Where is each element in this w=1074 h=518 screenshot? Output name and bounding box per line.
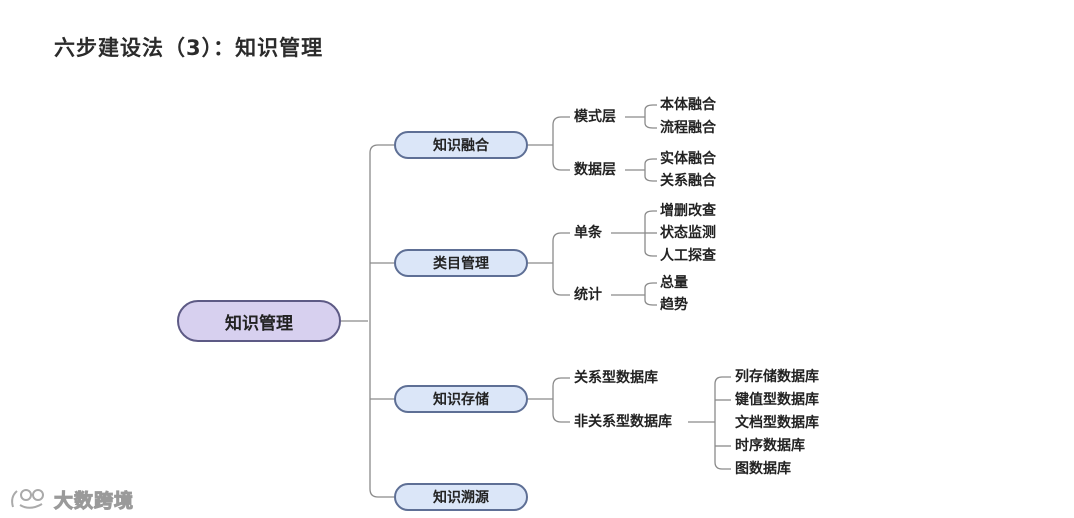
leaf-graph-db: 图数据库 [735, 461, 791, 477]
leaf-trend: 趋势 [660, 297, 688, 313]
group-single: 单条 [574, 225, 602, 241]
branch-knowledge-tracing: 知识溯源 [394, 483, 528, 511]
leaf-total: 总量 [660, 275, 688, 291]
group-statistics: 统计 [574, 287, 602, 303]
leaf-keyvalue-db: 键值型数据库 [735, 392, 819, 408]
group-data-layer: 数据层 [574, 162, 616, 178]
branch-category-management: 类目管理 [394, 249, 528, 277]
branch-knowledge-fusion: 知识融合 [394, 131, 528, 159]
group-schema-layer: 模式层 [574, 109, 616, 125]
leaf-ontology-fusion: 本体融合 [660, 97, 716, 113]
branch-knowledge-storage: 知识存储 [394, 385, 528, 413]
root-node: 知识管理 [177, 300, 341, 342]
leaf-timeseries-db: 时序数据库 [735, 438, 805, 454]
page-title: 六步建设法（3）：知识管理 [54, 36, 324, 60]
group-relational-db: 关系型数据库 [574, 370, 658, 386]
group-nonrelational-db: 非关系型数据库 [574, 414, 672, 430]
watermark-logo-icon [11, 489, 44, 509]
leaf-manual-probe: 人工探查 [660, 248, 716, 264]
leaf-status-monitor: 状态监测 [660, 225, 716, 241]
leaf-column-db: 列存储数据库 [735, 369, 819, 385]
watermark-text: 大数跨境 [53, 489, 135, 512]
leaf-crud: 增删改查 [660, 203, 716, 219]
leaf-relation-fusion: 关系融合 [660, 173, 716, 189]
watermark: 大数跨境 [8, 486, 134, 512]
leaf-entity-fusion: 实体融合 [660, 151, 716, 167]
leaf-document-db: 文档型数据库 [735, 415, 819, 431]
leaf-process-fusion: 流程融合 [660, 120, 716, 136]
